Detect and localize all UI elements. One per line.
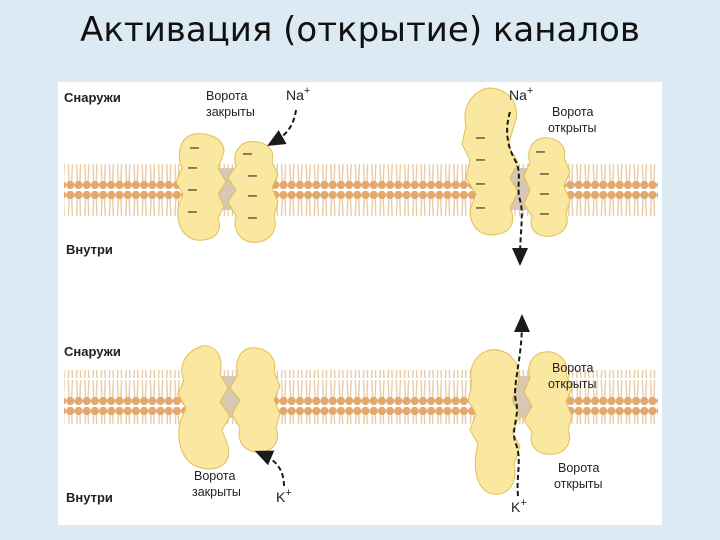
minus-sign: – (540, 185, 549, 202)
gate-state-closed: закрыты (192, 485, 241, 499)
minus-sign: – (190, 139, 199, 156)
label-outside-top: Снаружи (64, 90, 121, 105)
ion-k: K+ (276, 487, 292, 505)
minus-sign: – (536, 143, 545, 160)
gate-state-open: открыты (548, 121, 597, 135)
k-flow-arrow (513, 314, 530, 497)
ion-k: K+ (511, 497, 527, 515)
minus-sign: – (476, 151, 485, 168)
minus-sign: – (540, 205, 549, 222)
na-blocked-arrow (267, 109, 297, 146)
minus-sign: – (248, 187, 257, 204)
slide-title: Активация (открытие) каналов (80, 10, 640, 50)
gate-state-open: открыты (554, 477, 603, 491)
gate-label: Ворота (206, 89, 248, 103)
minus-sign: – (476, 199, 485, 216)
gate-state-open: открыты (548, 377, 597, 391)
minus-sign: – (243, 145, 252, 162)
minus-sign: – (188, 203, 197, 220)
ion-na: Na+ (509, 85, 533, 103)
gate-label: Ворота (194, 469, 236, 483)
open-na-channel: – – – – – – – – (461, 87, 571, 237)
label-outside-bottom: Снаружи (64, 344, 121, 359)
minus-sign: – (188, 159, 197, 176)
closed-na-channel: – – – – – – – – (175, 133, 279, 243)
k-blocked-arrow (254, 450, 285, 487)
label-inside-top: Внутри (66, 242, 113, 257)
na-flow-arrow (506, 111, 529, 266)
gate-label: Ворота (552, 105, 594, 119)
open-k-channel (467, 349, 573, 495)
gate-state-closed: закрыты (206, 105, 255, 119)
minus-sign: – (476, 175, 485, 192)
ion-na: Na+ (286, 85, 310, 103)
minus-sign: – (248, 167, 257, 184)
minus-sign: – (248, 209, 257, 226)
figure-panel: Снаружи Внутри – – – – – – – – Ворота за… (58, 82, 662, 525)
minus-sign: – (540, 165, 549, 182)
minus-sign: – (476, 129, 485, 146)
minus-sign: – (188, 181, 197, 198)
channels-diagram: Снаружи Внутри – – – – – – – – Ворота за… (64, 85, 658, 515)
gate-label: Ворота (552, 361, 594, 375)
gate-label: Ворота (558, 461, 600, 475)
closed-k-channel (177, 345, 281, 470)
label-inside-bottom: Внутри (66, 490, 113, 505)
